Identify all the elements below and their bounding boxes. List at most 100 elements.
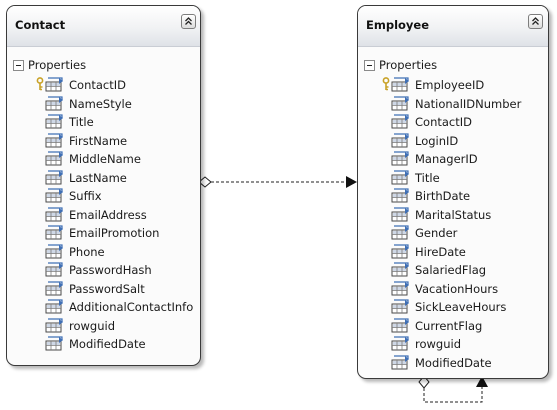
property-icon xyxy=(45,132,65,149)
employee-entity-header[interactable]: Employee xyxy=(358,6,548,47)
association-arrow-icon xyxy=(346,176,357,188)
property-item[interactable]: ContactID xyxy=(36,76,200,95)
key-icon xyxy=(35,77,45,91)
property-item[interactable]: EmailPromotion xyxy=(45,224,200,243)
association-diamond-icon xyxy=(198,176,212,188)
employee-entity[interactable]: Employee Properties EmployeeID NationalID… xyxy=(357,5,549,379)
property-label: PasswordSalt xyxy=(69,281,145,296)
property-icon xyxy=(45,225,65,241)
property-label: HireDate xyxy=(415,244,466,259)
property-item[interactable]: rowguid xyxy=(45,317,200,336)
property-icon xyxy=(391,206,411,223)
property-item[interactable]: PasswordHash xyxy=(45,261,200,280)
property-item[interactable]: LoginID xyxy=(391,132,548,151)
property-icon xyxy=(45,169,65,186)
property-label: MiddleName xyxy=(69,152,141,166)
property-icon xyxy=(391,114,411,130)
property-item[interactable]: PasswordSalt xyxy=(45,280,200,299)
property-icon xyxy=(45,262,65,278)
property-label: Suffix xyxy=(69,189,102,203)
property-icon xyxy=(45,151,65,167)
property-item[interactable]: Title xyxy=(45,113,200,132)
property-icon xyxy=(45,243,65,260)
property-item[interactable]: Suffix xyxy=(45,187,200,206)
minus-box-icon[interactable] xyxy=(13,60,24,71)
property-label: SickLeaveHours xyxy=(415,300,507,314)
property-item[interactable]: HireDate xyxy=(391,243,548,262)
property-item[interactable]: ModifiedDate xyxy=(391,354,548,373)
property-label: LastName xyxy=(69,170,127,185)
property-icon xyxy=(391,262,411,278)
property-item[interactable]: ContactID xyxy=(391,113,548,132)
section-label: Properties xyxy=(28,58,87,72)
property-item[interactable]: rowguid xyxy=(391,335,548,354)
property-label: ModifiedDate xyxy=(69,337,146,351)
property-item[interactable]: SickLeaveHours xyxy=(391,298,548,317)
property-label: CurrentFlag xyxy=(415,318,483,333)
minus-box-icon[interactable] xyxy=(364,60,375,71)
property-label: FirstName xyxy=(69,133,128,148)
property-item[interactable]: Phone xyxy=(45,243,200,262)
property-icon xyxy=(391,151,411,167)
self-association-arrow-icon xyxy=(476,376,488,387)
property-icon xyxy=(45,114,65,130)
property-item[interactable]: MiddleName xyxy=(45,150,200,169)
property-label: ContactID xyxy=(415,115,472,129)
entity-title: Employee xyxy=(366,18,430,32)
property-item[interactable]: NameStyle xyxy=(45,95,200,114)
property-icon xyxy=(45,95,65,112)
property-label: AdditionalContactInfo xyxy=(69,300,194,314)
property-item[interactable]: VacationHours xyxy=(391,280,548,299)
property-icon xyxy=(45,280,65,297)
property-item[interactable]: BirthDate xyxy=(391,187,548,206)
property-item[interactable]: SalariedFlag xyxy=(391,261,548,280)
property-icon xyxy=(391,188,411,204)
property-label: ManagerID xyxy=(415,152,478,166)
property-item[interactable]: CurrentFlag xyxy=(391,317,548,336)
association-contact-employee[interactable] xyxy=(198,176,357,188)
property-item[interactable]: FirstName xyxy=(45,132,200,151)
property-label: EmailAddress xyxy=(69,207,147,222)
property-label: rowguid xyxy=(69,318,115,333)
property-icon xyxy=(45,336,65,352)
property-item[interactable]: ModifiedDate xyxy=(45,335,200,354)
property-item[interactable]: EmailAddress xyxy=(45,206,200,225)
property-label: EmployeeID xyxy=(415,78,485,92)
property-icon xyxy=(45,188,65,204)
property-icon xyxy=(45,299,65,315)
property-item[interactable]: AdditionalContactInfo xyxy=(45,298,200,317)
property-label: BirthDate xyxy=(415,189,471,203)
property-icon xyxy=(391,77,411,93)
property-item[interactable]: EmployeeID xyxy=(382,76,548,95)
property-icon xyxy=(391,243,411,260)
property-item[interactable]: NationalIDNumber xyxy=(391,95,548,114)
collapse-button[interactable] xyxy=(181,14,196,29)
property-label: Gender xyxy=(415,226,458,240)
property-label: Title xyxy=(69,115,94,129)
property-icon xyxy=(391,169,411,186)
property-label: VacationHours xyxy=(415,281,499,296)
property-item[interactable]: LastName xyxy=(45,169,200,188)
property-icon xyxy=(391,280,411,297)
property-label: PasswordHash xyxy=(69,263,152,277)
property-icon xyxy=(45,77,65,93)
property-label: rowguid xyxy=(415,337,461,351)
property-icon xyxy=(391,225,411,241)
property-icon xyxy=(391,354,411,371)
collapse-button[interactable] xyxy=(528,14,543,29)
association-employee-self[interactable] xyxy=(418,375,488,403)
property-icon xyxy=(391,317,411,334)
property-label: NameStyle xyxy=(69,96,132,111)
section-label: Properties xyxy=(379,58,438,72)
property-icon xyxy=(45,317,65,334)
property-label: EmailPromotion xyxy=(69,226,160,240)
property-item[interactable]: Title xyxy=(391,169,548,188)
property-item[interactable]: Gender xyxy=(391,224,548,243)
property-item[interactable]: MaritalStatus xyxy=(391,206,548,225)
property-item[interactable]: ManagerID xyxy=(391,150,548,169)
contact-entity-header[interactable]: Contact xyxy=(7,6,200,47)
property-label: ContactID xyxy=(69,78,126,92)
